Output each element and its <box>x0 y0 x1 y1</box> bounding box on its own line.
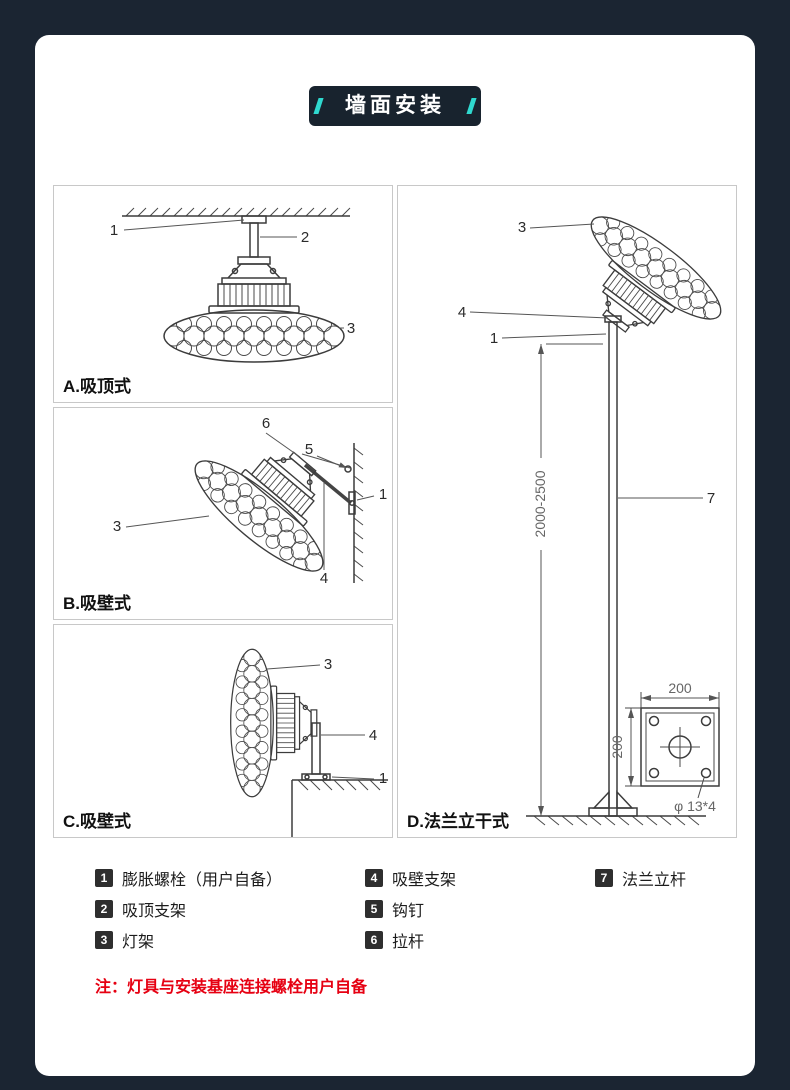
legend: 1 膨胀螺栓（用户自备） 2 吸顶支架 3 灯架 4 吸壁支架 5 钩钉 6 <box>35 862 755 962</box>
legend-number-badge: 7 <box>595 868 613 887</box>
legend-number-badge: 5 <box>365 899 383 918</box>
legend-item: 3 灯架 <box>95 924 282 955</box>
wall-bolt <box>349 500 355 506</box>
lamp-b <box>182 409 367 586</box>
lamp-d <box>551 202 733 371</box>
legend-label: 钩钉 <box>392 902 425 920</box>
panel-b-wall-mount: 6 5 1 3 4 B.吸壁式 <box>53 407 393 620</box>
base-plate <box>301 773 331 781</box>
legend-item: 7 法兰立杆 <box>595 862 686 893</box>
legend-column-3: 7 法兰立杆 <box>595 862 686 893</box>
legend-label: 法兰立杆 <box>622 871 687 889</box>
height-dimension-text: 2000-2500 <box>532 470 548 537</box>
legend-number-badge: 3 <box>95 930 113 949</box>
flange-width-dim: 200 <box>668 680 692 696</box>
callout-7: 7 <box>707 490 715 507</box>
ground-hatch <box>533 815 700 826</box>
diagram-grid: 1 2 3 A.吸顶式 6 <box>53 185 737 838</box>
callout-3: 3 <box>518 219 526 236</box>
legend-number-badge: 4 <box>365 868 383 887</box>
legend-item: 1 膨胀螺栓（用户自备） <box>95 862 282 893</box>
callout-1: 1 <box>379 770 387 787</box>
panel-d-flange-pole: 2000-2500 3 4 1 7 <box>397 185 737 838</box>
legend-column-1: 1 膨胀螺栓（用户自备） 2 吸顶支架 3 灯架 <box>95 862 282 955</box>
panel-c-wall-mount: 3 4 1 C.吸壁式 <box>53 624 393 838</box>
ceiling-hatch <box>125 207 351 217</box>
panel-d-label: D.法兰立干式 <box>407 812 509 831</box>
content-card: 墙面安装 1 2 3 A.吸顶式 <box>35 35 755 1076</box>
panel-c-label: C.吸壁式 <box>63 812 131 831</box>
footnote: 注：灯具与安装基座连接螺栓用户自备 <box>95 979 368 996</box>
callout-5: 5 <box>305 441 313 458</box>
gusset-left <box>592 790 610 809</box>
base-bolt <box>322 774 328 780</box>
mount-rod <box>249 222 259 258</box>
flange-base-plate <box>588 807 638 817</box>
section-title: 墙面安装 <box>345 94 445 117</box>
legend-label: 拉杆 <box>392 933 425 951</box>
lamp-a <box>164 257 344 362</box>
hook-nail <box>344 465 352 473</box>
legend-item: 5 钩钉 <box>365 893 456 924</box>
panel-c-drawing: 3 4 1 <box>54 625 388 837</box>
legend-number-badge: 1 <box>95 868 113 887</box>
legend-number-badge: 6 <box>365 930 383 949</box>
callout-3: 3 <box>324 656 332 673</box>
panel-b-drawing: 6 5 1 3 4 <box>113 408 387 587</box>
flange-holes-dim: φ 13*4 <box>674 798 716 814</box>
legend-item: 6 拉杆 <box>365 924 456 955</box>
panel-d-drawing: 2000-2500 3 4 1 7 <box>458 186 738 826</box>
legend-item: 2 吸顶支架 <box>95 893 282 924</box>
panel-a-drawing: 1 2 3 <box>110 207 355 404</box>
bracket-pole <box>311 722 321 775</box>
callout-1: 1 <box>379 486 387 503</box>
legend-label: 吸壁支架 <box>392 871 457 889</box>
wall-bracket-arm <box>303 463 353 505</box>
base-bolt <box>304 774 310 780</box>
legend-label: 吸顶支架 <box>122 902 187 920</box>
legend-label: 灯架 <box>122 933 155 951</box>
callout-3: 3 <box>113 518 121 535</box>
ledge-hatch <box>297 779 381 791</box>
callout-2: 2 <box>301 229 309 246</box>
callout-6: 6 <box>262 415 270 432</box>
title-accent-left-icon <box>313 98 324 114</box>
ceiling-plate <box>241 215 267 224</box>
callout-4: 4 <box>369 727 377 744</box>
callout-1: 1 <box>110 222 118 239</box>
panel-b-label: B.吸壁式 <box>63 594 131 613</box>
gusset-right <box>616 790 634 809</box>
legend-label: 膨胀螺栓（用户自备） <box>122 871 283 889</box>
legend-number-badge: 2 <box>95 899 113 918</box>
wall-hatch <box>353 447 364 582</box>
flange-height-dim: 200 <box>609 735 625 759</box>
legend-item: 4 吸壁支架 <box>365 862 456 893</box>
callout-1: 1 <box>490 330 498 347</box>
panel-a-label: A.吸顶式 <box>63 377 131 396</box>
callout-4: 4 <box>320 570 328 587</box>
callout-3: 3 <box>347 320 355 337</box>
callout-4: 4 <box>458 304 466 321</box>
panel-a-ceiling-mount: 1 2 3 A.吸顶式 <box>53 185 393 403</box>
legend-column-2: 4 吸壁支架 5 钩钉 6 拉杆 <box>365 862 456 955</box>
flange-detail: 200 200 φ 13*4 <box>609 680 720 814</box>
title-accent-right-icon <box>466 98 477 114</box>
section-title-badge: 墙面安装 <box>309 86 481 126</box>
